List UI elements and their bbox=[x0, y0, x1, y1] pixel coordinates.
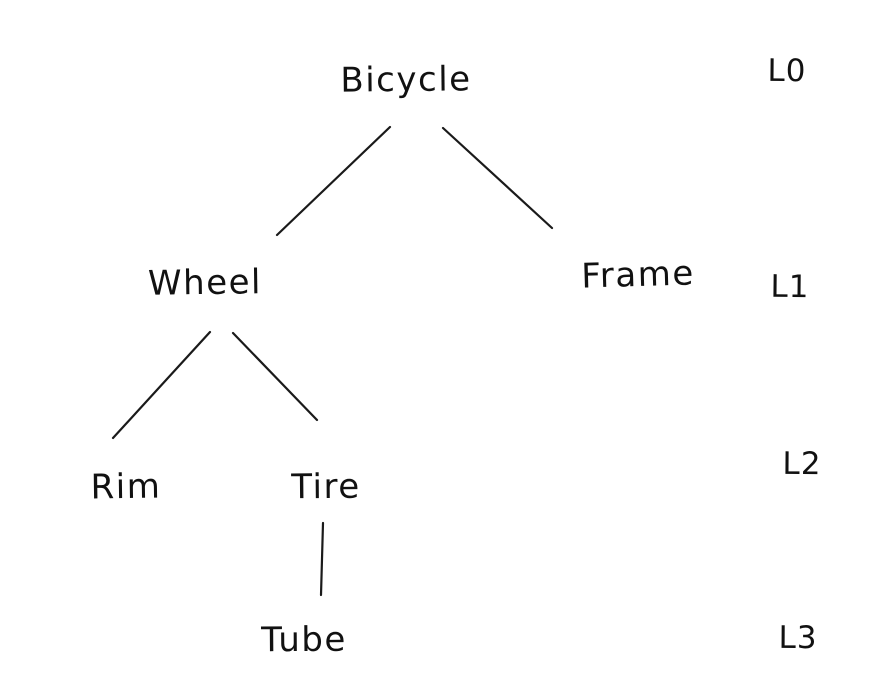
node-tire: Tire bbox=[291, 466, 361, 508]
node-frame: Frame bbox=[580, 253, 696, 297]
node-bicycle: Bicycle bbox=[340, 59, 472, 101]
node-tube: Tube bbox=[261, 619, 347, 661]
edge-wheel-tire bbox=[231, 331, 319, 422]
level-label-l3: L3 bbox=[778, 619, 818, 657]
node-wheel: Wheel bbox=[147, 262, 263, 304]
edge-bicycle-frame bbox=[441, 126, 554, 230]
level-label-l1: L1 bbox=[770, 268, 810, 306]
node-rim: Rim bbox=[90, 466, 162, 508]
edge-bicycle-wheel bbox=[275, 125, 392, 237]
level-label-l0: L0 bbox=[767, 52, 807, 90]
edge-tire-tube bbox=[319, 521, 325, 597]
level-label-l2: L2 bbox=[782, 445, 822, 483]
edge-wheel-rim bbox=[111, 330, 212, 440]
